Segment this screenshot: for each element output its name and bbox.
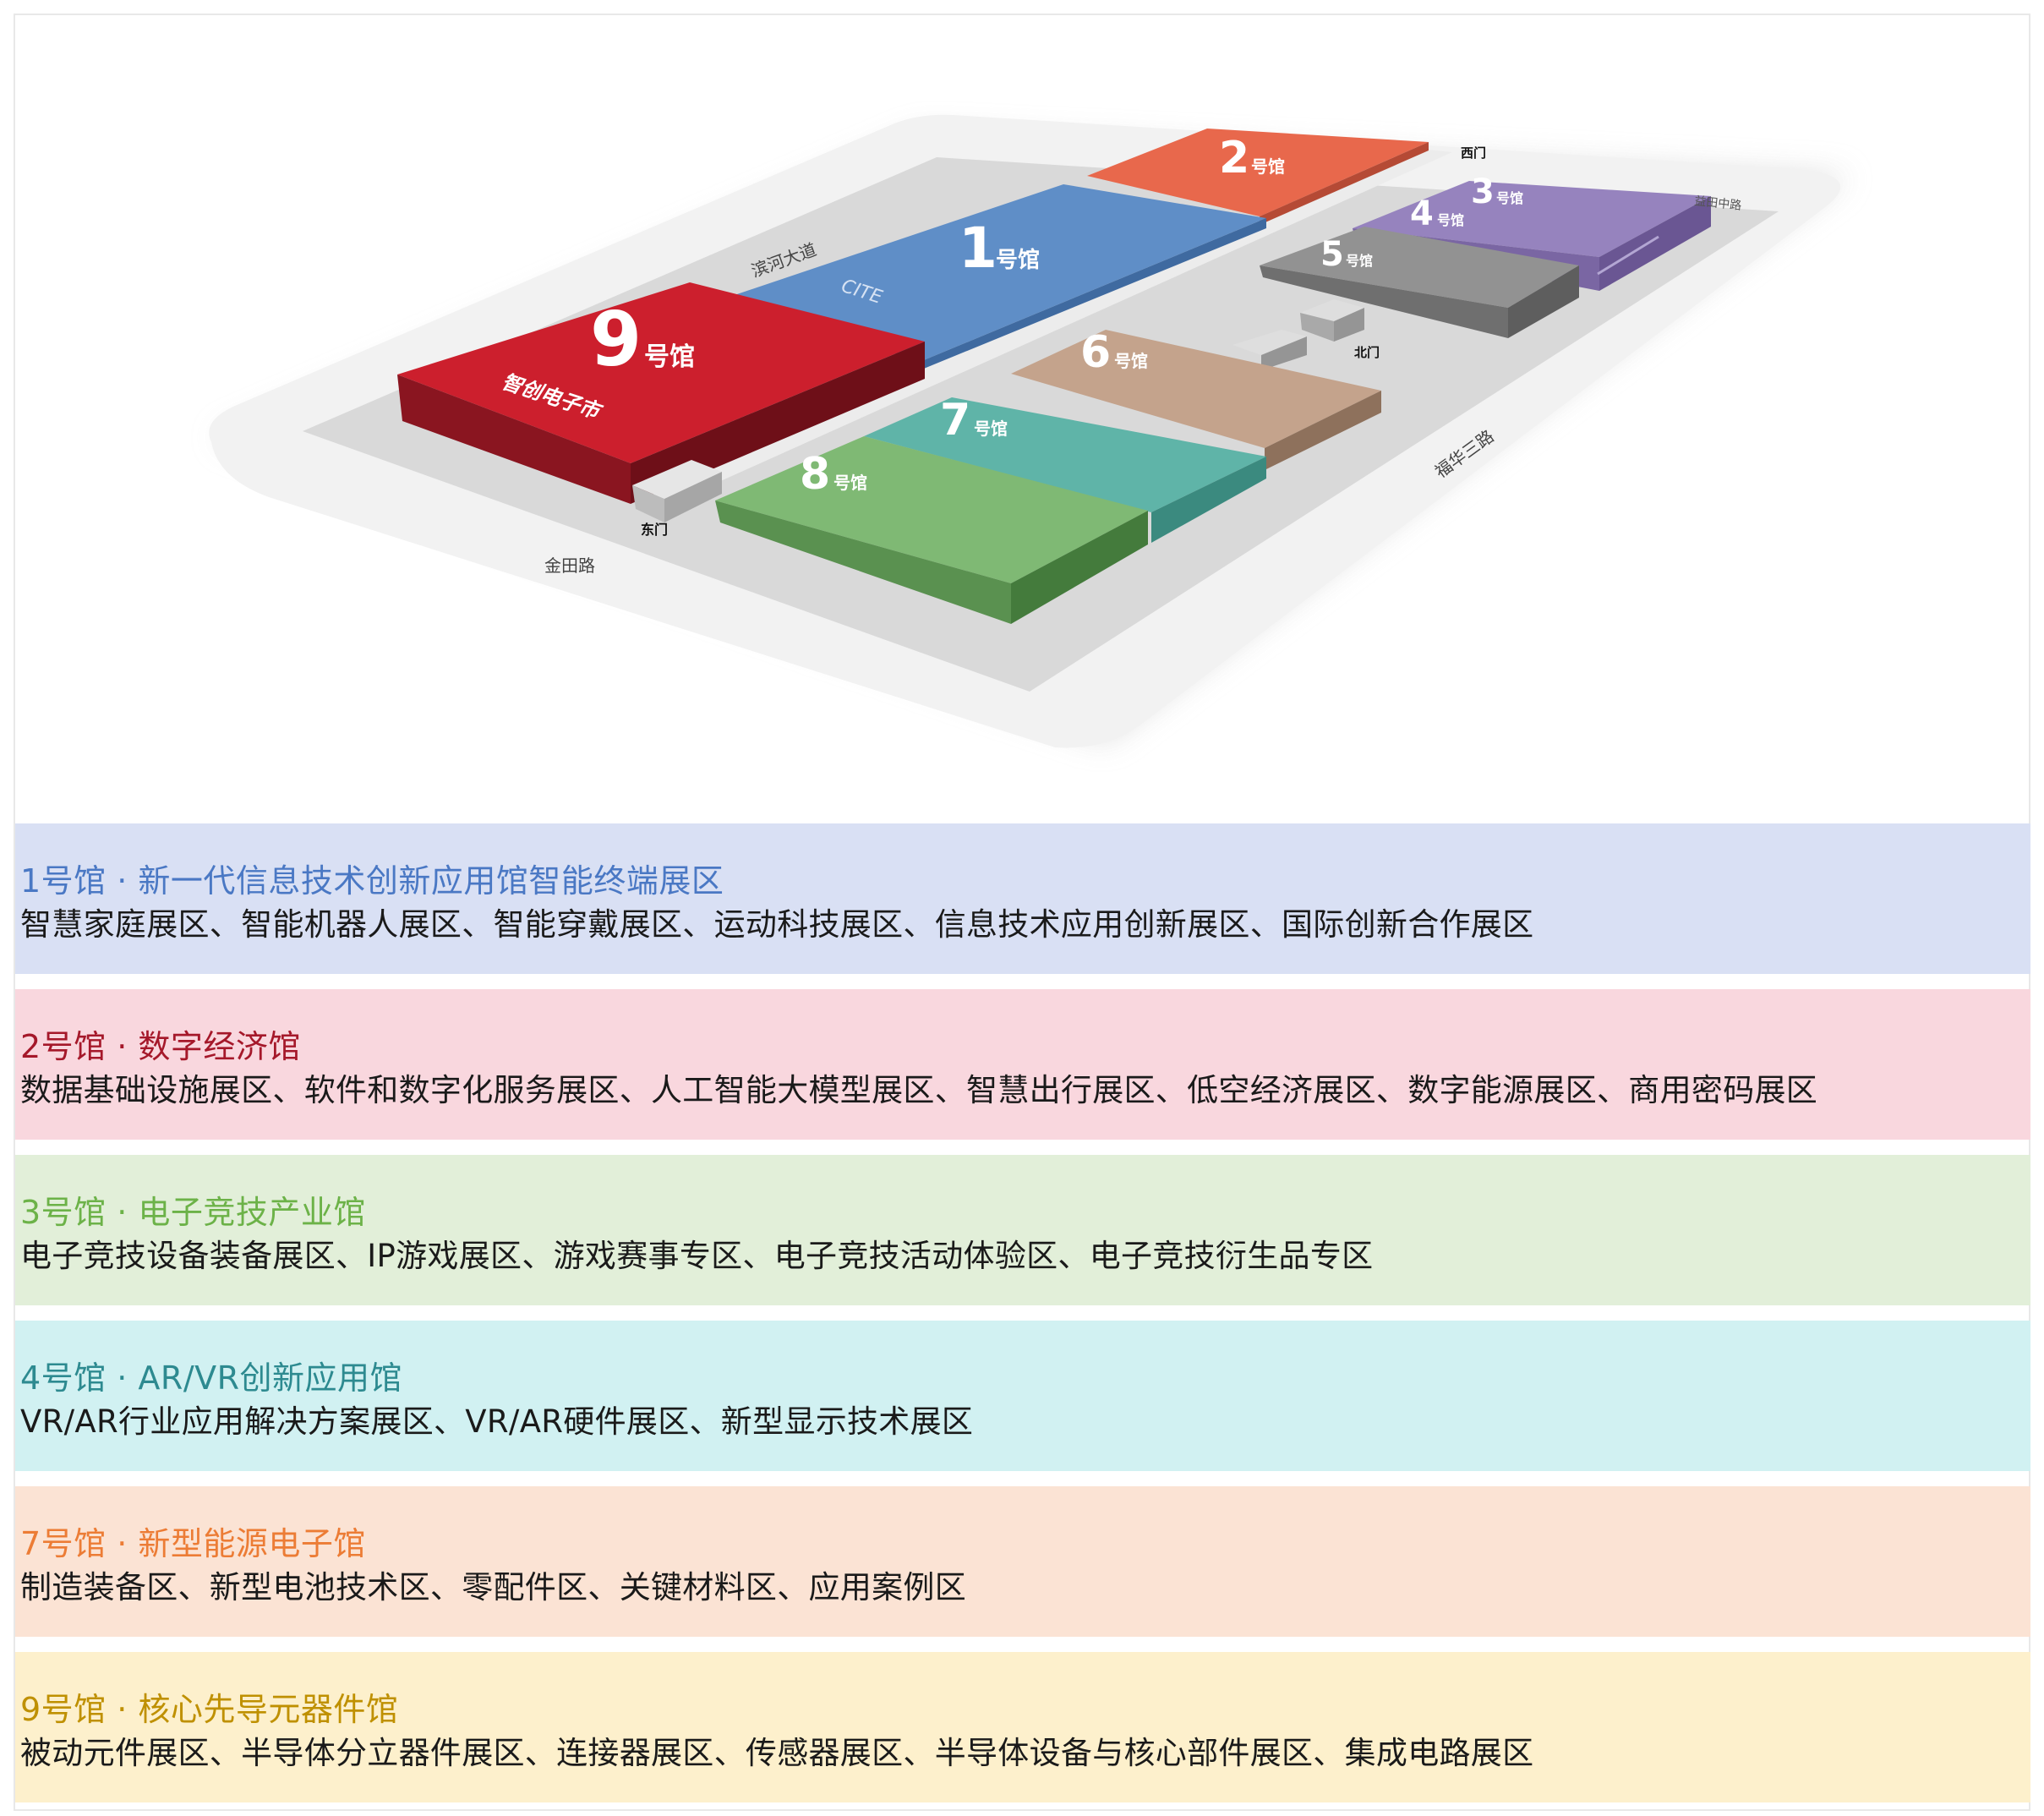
svg-text:号馆: 号馆	[974, 418, 1008, 439]
svg-text:8: 8	[800, 449, 830, 500]
svg-text:号馆: 号馆	[1437, 212, 1464, 228]
hall-6-label: 6 号馆	[1080, 327, 1148, 378]
hall-4-label: 4 号馆	[1410, 194, 1464, 233]
hall-1-building[interactable]	[722, 184, 1266, 370]
hall-9-zones: 被动元件展区、半导体分立器件展区、连接器展区、传感器展区、半导体设备与核心部件展…	[20, 1735, 1534, 1771]
svg-text:3: 3	[1471, 172, 1495, 211]
hall-9-row: 9号馆 · 核心先导元器件馆 被动元件展区、半导体分立器件展区、连接器展区、传感…	[15, 1652, 2030, 1802]
hall-4-zones: VR/AR行业应用解决方案展区、VR/AR硬件展区、新型显示技术展区	[20, 1403, 974, 1440]
hall-3-label: 3 号馆	[1471, 172, 1523, 211]
hall-5-label: 5 号馆	[1320, 235, 1373, 274]
svg-text:4: 4	[1410, 194, 1434, 233]
east-gate-block	[632, 460, 722, 522]
hall-4-title: 4号馆 · AR/VR创新应用馆	[20, 1359, 403, 1397]
hall-8-label: 8 号馆	[800, 449, 867, 500]
hall-6-building[interactable]	[1011, 330, 1381, 470]
hall-7-zones: 制造装备区、新型电池技术区、零配件区、关键材料区、应用案例区	[20, 1569, 966, 1605]
hall-9-title: 9号馆 · 核心先导元器件馆	[20, 1691, 399, 1728]
svg-text:号馆: 号馆	[644, 342, 695, 372]
hall-9-building[interactable]	[397, 282, 925, 504]
north-gate-block	[1232, 299, 1364, 370]
svg-text:2: 2	[1219, 133, 1249, 183]
svg-text:号馆: 号馆	[1346, 253, 1373, 269]
hall-1-label: 1 号馆 CITE	[839, 216, 1040, 309]
venue-map: 1 号馆 CITE 2 号馆 3 号馆 4 号馆 5 号馆 6 号馆	[15, 15, 2029, 825]
svg-text:号馆: 号馆	[996, 247, 1040, 273]
hall-5-building[interactable]	[1260, 227, 1579, 338]
hall-7-building[interactable]	[864, 397, 1266, 543]
svg-text:7: 7	[940, 395, 970, 446]
svg-text:号馆: 号馆	[1251, 156, 1285, 177]
road-yitian-label: 益田中路	[1694, 194, 1742, 213]
svg-text:5: 5	[1320, 235, 1344, 274]
svg-text:号馆: 号馆	[1114, 351, 1148, 371]
svg-text:号馆: 号馆	[833, 473, 867, 493]
hall-3-row: 3号馆 · 电子竞技产业馆 电子竞技设备装备展区、IP游戏展区、游戏赛事专区、电…	[15, 1155, 2030, 1305]
hall-2-title: 2号馆 · 数字经济馆	[20, 1028, 301, 1065]
venue-map-svg: 1 号馆 CITE 2 号馆 3 号馆 4 号馆 5 号馆 6 号馆	[209, 114, 1850, 748]
page-frame: 1 号馆 CITE 2 号馆 3 号馆 4 号馆 5 号馆 6 号馆	[14, 14, 2030, 1811]
svg-text:9: 9	[590, 296, 642, 383]
hall-7-label: 7 号馆	[940, 395, 1008, 446]
svg-text:1: 1	[959, 216, 997, 281]
west-gate-label: 西门	[1461, 145, 1486, 161]
hall-1-row: 1号馆 · 新一代信息技术创新应用馆智能终端展区 智慧家庭展区、智能机器人展区、…	[15, 823, 2030, 974]
north-gate-label: 北门	[1354, 345, 1380, 360]
hall-8-building[interactable]	[715, 436, 1148, 624]
road-jintian-label: 金田路	[544, 555, 595, 576]
hall-3-title: 3号馆 · 电子竞技产业馆	[20, 1194, 366, 1231]
hall-4-row: 4号馆 · AR/VR创新应用馆 VR/AR行业应用解决方案展区、VR/AR硬件…	[15, 1321, 2030, 1471]
svg-text:号馆: 号馆	[1496, 190, 1523, 206]
hall-3-zones: 电子竞技设备装备展区、IP游戏展区、游戏赛事专区、电子竞技活动体验区、电子竞技衍…	[20, 1238, 1374, 1274]
hall-1-title: 1号馆 · 新一代信息技术创新应用馆智能终端展区	[20, 862, 724, 900]
hall-2-building[interactable]	[1087, 129, 1429, 225]
hall-7-row: 7号馆 · 新型能源电子馆 制造装备区、新型电池技术区、零配件区、关键材料区、应…	[15, 1486, 2030, 1637]
east-gate-label: 东门	[641, 522, 668, 538]
hall-2-zones: 数据基础设施展区、软件和数字化服务展区、人工智能大模型展区、智慧出行展区、低空经…	[20, 1072, 1818, 1108]
hall-1-zones: 智慧家庭展区、智能机器人展区、智能穿戴展区、运动科技展区、信息技术应用创新展区、…	[20, 906, 1534, 943]
hall-2-label: 2 号馆	[1219, 133, 1285, 183]
svg-text:6: 6	[1080, 327, 1111, 378]
hall-2-row: 2号馆 · 数字经济馆 数据基础设施展区、软件和数字化服务展区、人工智能大模型展…	[15, 989, 2030, 1140]
hall-7-title: 7号馆 · 新型能源电子馆	[20, 1525, 366, 1562]
